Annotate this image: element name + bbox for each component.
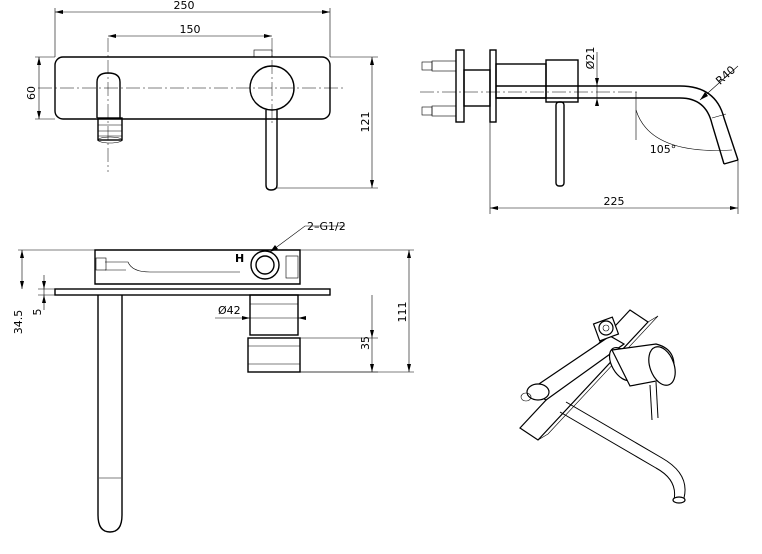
inlet-fitting-circle bbox=[250, 250, 280, 280]
front-view: 250 150 60 121 bbox=[25, 0, 378, 191]
arrowhead bbox=[37, 111, 41, 119]
arrowhead bbox=[700, 92, 708, 100]
iso-spout-bottom bbox=[559, 411, 676, 501]
arrowhead bbox=[20, 281, 24, 289]
arrowhead bbox=[264, 34, 272, 38]
top-spout bbox=[97, 295, 123, 533]
spout-front-nozzle bbox=[97, 117, 123, 141]
arrowhead bbox=[20, 250, 24, 258]
hot-inlet-marker: H bbox=[235, 252, 244, 265]
iso-inlet bbox=[598, 320, 614, 336]
arrowhead bbox=[407, 364, 411, 372]
arrowhead bbox=[42, 281, 46, 289]
mixer-handle-disc bbox=[249, 65, 295, 111]
leader-inlets bbox=[269, 225, 345, 253]
top-handle-disc bbox=[247, 337, 301, 373]
bracket-lug bbox=[95, 257, 107, 271]
dim-overall-width: 250 bbox=[174, 0, 195, 12]
side-view: Ø21 R40 105° 225 bbox=[420, 47, 739, 214]
arrowhead bbox=[407, 250, 411, 258]
dim-handle-drop: 121 bbox=[359, 112, 372, 133]
arrowhead bbox=[370, 57, 374, 65]
dim-spout-radius: R40 bbox=[713, 63, 738, 87]
iso-body-end bbox=[526, 383, 550, 401]
dim-spout-to-handle: 150 bbox=[180, 23, 201, 36]
mixer-lever bbox=[265, 110, 278, 191]
iso-inlet-bore bbox=[602, 324, 610, 332]
inlet-fitting bbox=[421, 106, 433, 116]
arrowhead bbox=[490, 206, 498, 210]
side-handle-disc bbox=[545, 59, 579, 103]
bracket-detail bbox=[105, 261, 240, 273]
side-mixer-body bbox=[495, 63, 547, 99]
iso-spout-top bbox=[565, 401, 686, 499]
isometric-view bbox=[519, 309, 686, 504]
inlet-nut bbox=[285, 255, 299, 279]
inlet-bore bbox=[255, 255, 275, 275]
arrowhead bbox=[37, 57, 41, 65]
inlet-pipe bbox=[431, 105, 457, 117]
dim-body-depth: 35 bbox=[359, 336, 372, 350]
inlet-pipe bbox=[431, 60, 457, 72]
iso-spout-outlet bbox=[672, 496, 686, 504]
arrowhead bbox=[370, 364, 374, 372]
body-block bbox=[463, 69, 491, 107]
top-mixer-body bbox=[249, 294, 299, 336]
arrowhead bbox=[595, 98, 599, 106]
top-tab bbox=[253, 49, 273, 58]
spout-tip bbox=[723, 159, 739, 165]
arrowhead bbox=[370, 330, 374, 338]
body-bracket bbox=[455, 49, 465, 123]
arrowhead bbox=[370, 180, 374, 188]
top-view: H 2–G1/2 Ø42 34.5 5 bbox=[12, 220, 414, 533]
spout-arc-top bbox=[496, 85, 739, 161]
dim-inlets: 2–G1/2 bbox=[307, 220, 346, 233]
inlet-fitting bbox=[421, 61, 433, 71]
arrowhead bbox=[242, 316, 250, 320]
dim-overall-depth: 111 bbox=[396, 302, 409, 323]
arrowhead bbox=[730, 206, 738, 210]
iso-lever-edge bbox=[655, 381, 659, 419]
arrowhead bbox=[270, 245, 278, 252]
arrowhead bbox=[298, 316, 306, 320]
iso-lever bbox=[649, 384, 653, 421]
iso-handle-face bbox=[648, 346, 676, 386]
iso-body-end-inner bbox=[520, 392, 532, 402]
nozzle-outlet bbox=[97, 136, 123, 144]
side-lever bbox=[555, 101, 565, 187]
arrowhead bbox=[108, 34, 116, 38]
arrowhead bbox=[55, 10, 63, 14]
spout-arc-bottom bbox=[496, 97, 725, 165]
arrowhead bbox=[595, 78, 599, 86]
top-valve-body bbox=[94, 249, 301, 285]
spout-ring bbox=[711, 113, 727, 119]
dim-spout-reach: 225 bbox=[604, 195, 625, 208]
dim-spout-to-plate: 34.5 bbox=[12, 310, 25, 335]
top-wall-plate bbox=[54, 288, 331, 296]
arrowhead bbox=[42, 295, 46, 303]
angle-arc bbox=[635, 109, 733, 151]
arrowhead bbox=[322, 10, 330, 14]
dim-plate-thickness: 5 bbox=[31, 309, 44, 316]
dim-mixer-diameter: Ø21 bbox=[584, 47, 597, 70]
side-wall-plate bbox=[489, 49, 497, 123]
spout-front-body bbox=[96, 72, 121, 118]
dim-body-diameter: Ø42 bbox=[218, 304, 241, 317]
dim-spout-angle: 105° bbox=[650, 143, 677, 156]
dim-plate-height: 60 bbox=[25, 86, 38, 100]
